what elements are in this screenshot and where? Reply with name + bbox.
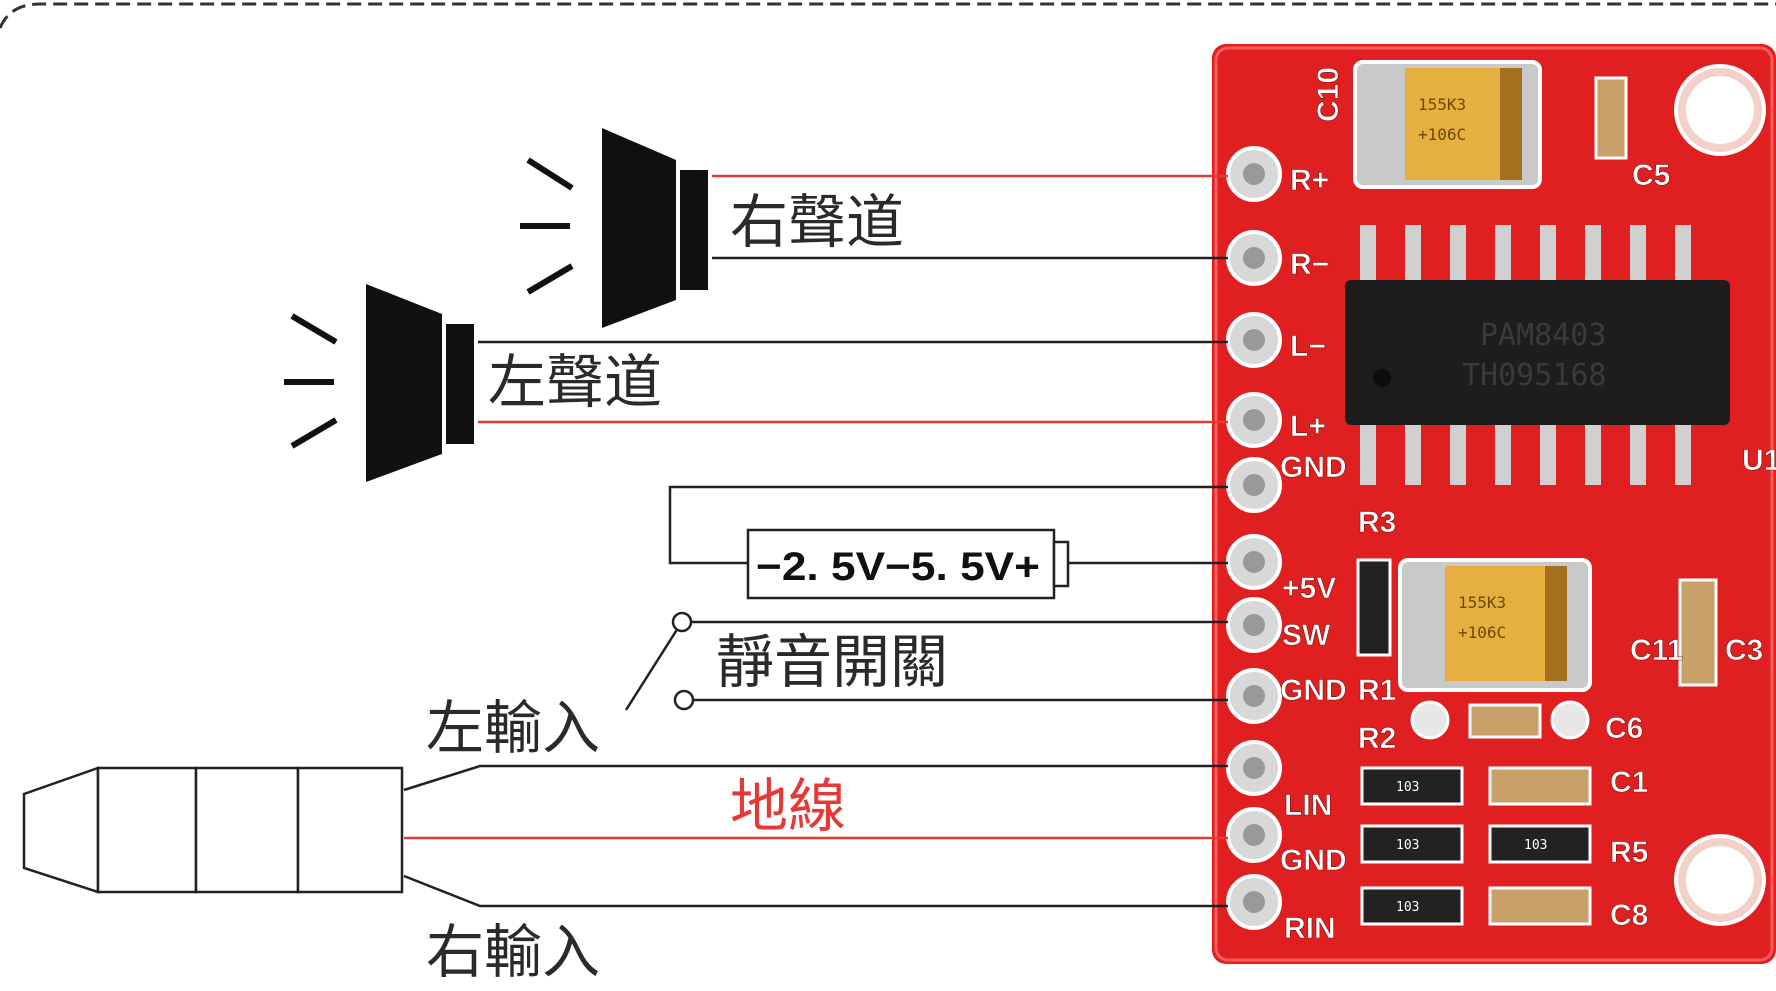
wire-gnd-battery bbox=[668, 485, 1228, 565]
chip-model: PAM8403 bbox=[1480, 318, 1606, 353]
silk-c11: C11 bbox=[1630, 634, 1683, 667]
wire-right-input bbox=[403, 874, 1228, 908]
pin-header: R+ R− L− L+ GND +5V SW GND LIN GND RIN bbox=[1226, 146, 1347, 945]
speaker-left-icon bbox=[284, 284, 474, 482]
resistor-marking: 103 bbox=[1396, 838, 1419, 853]
ic-pin1-dot bbox=[1373, 369, 1391, 387]
ic-pins-top bbox=[1360, 225, 1691, 285]
label-mute-switch: 靜音開關 bbox=[716, 628, 948, 696]
speaker-right-icon bbox=[520, 128, 708, 328]
voltage-label: −2. 5V−5. 5V+ bbox=[756, 545, 1040, 589]
silk-c8: C8 bbox=[1610, 899, 1648, 932]
audio-plug-icon bbox=[22, 766, 404, 894]
mounting-hole-inner bbox=[1686, 76, 1754, 144]
resistor-marking: 103 bbox=[1524, 838, 1547, 853]
pin-label-r-plus: R+ bbox=[1290, 164, 1329, 197]
chip-batch: TH095168 bbox=[1462, 358, 1607, 393]
ic-chip bbox=[1345, 280, 1730, 425]
wire-left-input bbox=[403, 764, 1228, 792]
silk-r2: R2 bbox=[1358, 722, 1396, 755]
cap-marking: 155K3 bbox=[1458, 593, 1506, 612]
tantalum-cap-bottom bbox=[1445, 566, 1545, 681]
pin-label-5v: +5V bbox=[1282, 572, 1336, 605]
silk-r1: R1 bbox=[1358, 674, 1396, 707]
silk-c3: C3 bbox=[1725, 634, 1763, 667]
switch-lever bbox=[624, 627, 680, 711]
pin-label-gnd: GND bbox=[1280, 674, 1347, 707]
pin-label-l-plus: L+ bbox=[1290, 410, 1326, 443]
label-right-channel: 右聲道 bbox=[730, 188, 904, 256]
pin-label-gnd: GND bbox=[1280, 844, 1347, 877]
via bbox=[1550, 700, 1590, 740]
resistor-r3 bbox=[1356, 558, 1392, 657]
cap-stripe bbox=[1545, 566, 1567, 681]
silk-c10: C10 bbox=[1312, 67, 1345, 122]
resistor-marking: 103 bbox=[1396, 900, 1419, 915]
smd-cap bbox=[1594, 76, 1628, 160]
switch-contact-icon bbox=[671, 611, 693, 633]
pcb-board: 155K3 +106C PAM8403 TH095168 bbox=[1212, 44, 1776, 964]
silk-r5: R5 bbox=[1610, 836, 1648, 869]
wires bbox=[403, 174, 1228, 908]
label-left-input: 左輸入 bbox=[426, 694, 600, 762]
switch-contact-icon bbox=[673, 689, 695, 711]
battery-icon bbox=[746, 528, 1070, 600]
pin-label-l-minus: L− bbox=[1290, 330, 1326, 363]
silk-u1: U1 bbox=[1742, 444, 1776, 477]
mounting-hole-inner bbox=[1686, 846, 1754, 914]
silk-c1: C1 bbox=[1610, 766, 1648, 799]
label-right-input: 右輸入 bbox=[426, 918, 600, 986]
board-edge bbox=[1214, 46, 1774, 962]
via bbox=[1410, 700, 1450, 740]
resistor-marking: 103 bbox=[1396, 780, 1419, 795]
pin-label-sw: SW bbox=[1282, 619, 1331, 652]
silk-r3: R3 bbox=[1358, 506, 1396, 539]
dashed-border bbox=[0, 2, 1776, 29]
pin-label-rin: RIN bbox=[1284, 912, 1336, 945]
label-left-channel: 左聲道 bbox=[488, 348, 662, 416]
cap-marking: +106C bbox=[1418, 125, 1466, 144]
pin-label-r-minus: R− bbox=[1290, 248, 1329, 281]
smd-cap-c6 bbox=[1468, 703, 1542, 739]
cap-stripe bbox=[1500, 68, 1522, 180]
silk-c6: C6 bbox=[1605, 712, 1643, 745]
ic-pins-bottom bbox=[1360, 420, 1691, 485]
smd-cap-c11 bbox=[1678, 578, 1718, 687]
silk-c5: C5 bbox=[1632, 159, 1670, 192]
tantalum-cap-top bbox=[1405, 68, 1500, 180]
pin-label-lin: LIN bbox=[1284, 789, 1332, 822]
resistor-array bbox=[1360, 766, 1592, 926]
pin-label-gnd: GND bbox=[1280, 451, 1347, 484]
cap-marking: +106C bbox=[1458, 623, 1506, 642]
cap-marking: 155K3 bbox=[1418, 95, 1466, 114]
label-ground: 地線 bbox=[730, 772, 846, 840]
